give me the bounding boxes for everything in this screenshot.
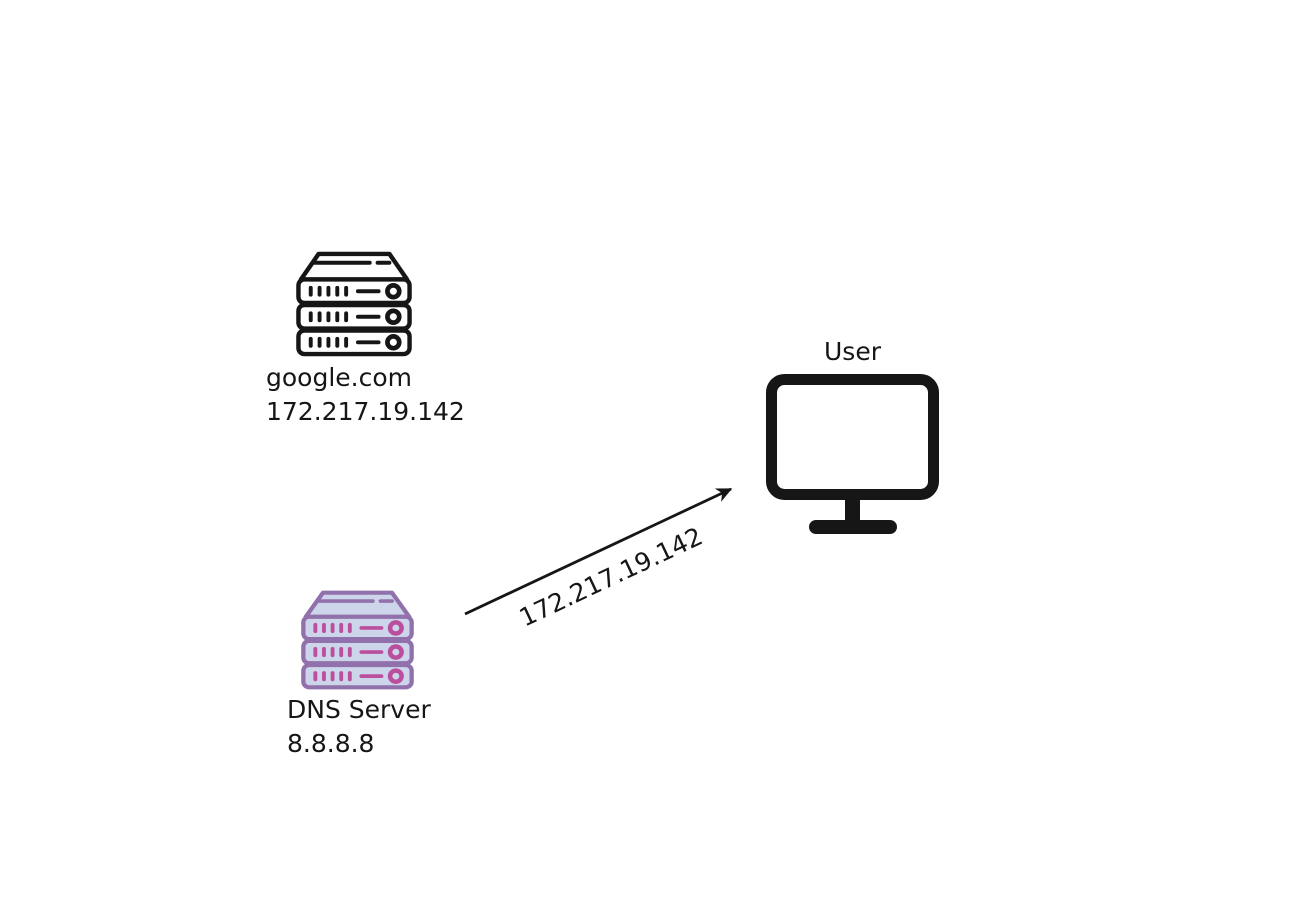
stacked-server-icon	[301, 590, 414, 690]
google-server-labels: google.com 172.217.19.142	[266, 361, 465, 429]
google-server-name: google.com	[266, 363, 412, 392]
dns-server-node	[300, 589, 415, 695]
dns-response-arrow-label: 172.217.19.142	[514, 521, 708, 633]
user-node	[766, 374, 939, 539]
monitor-icon	[766, 374, 939, 534]
user-node-label: User	[824, 337, 881, 366]
google-server-node	[295, 250, 413, 362]
stacked-server-icon	[296, 251, 412, 357]
google-server-ip: 172.217.19.142	[266, 397, 465, 426]
dns-server-ip: 8.8.8.8	[287, 729, 375, 758]
dns-server-name: DNS Server	[287, 695, 431, 724]
dns-server-labels: DNS Server 8.8.8.8	[287, 693, 431, 761]
